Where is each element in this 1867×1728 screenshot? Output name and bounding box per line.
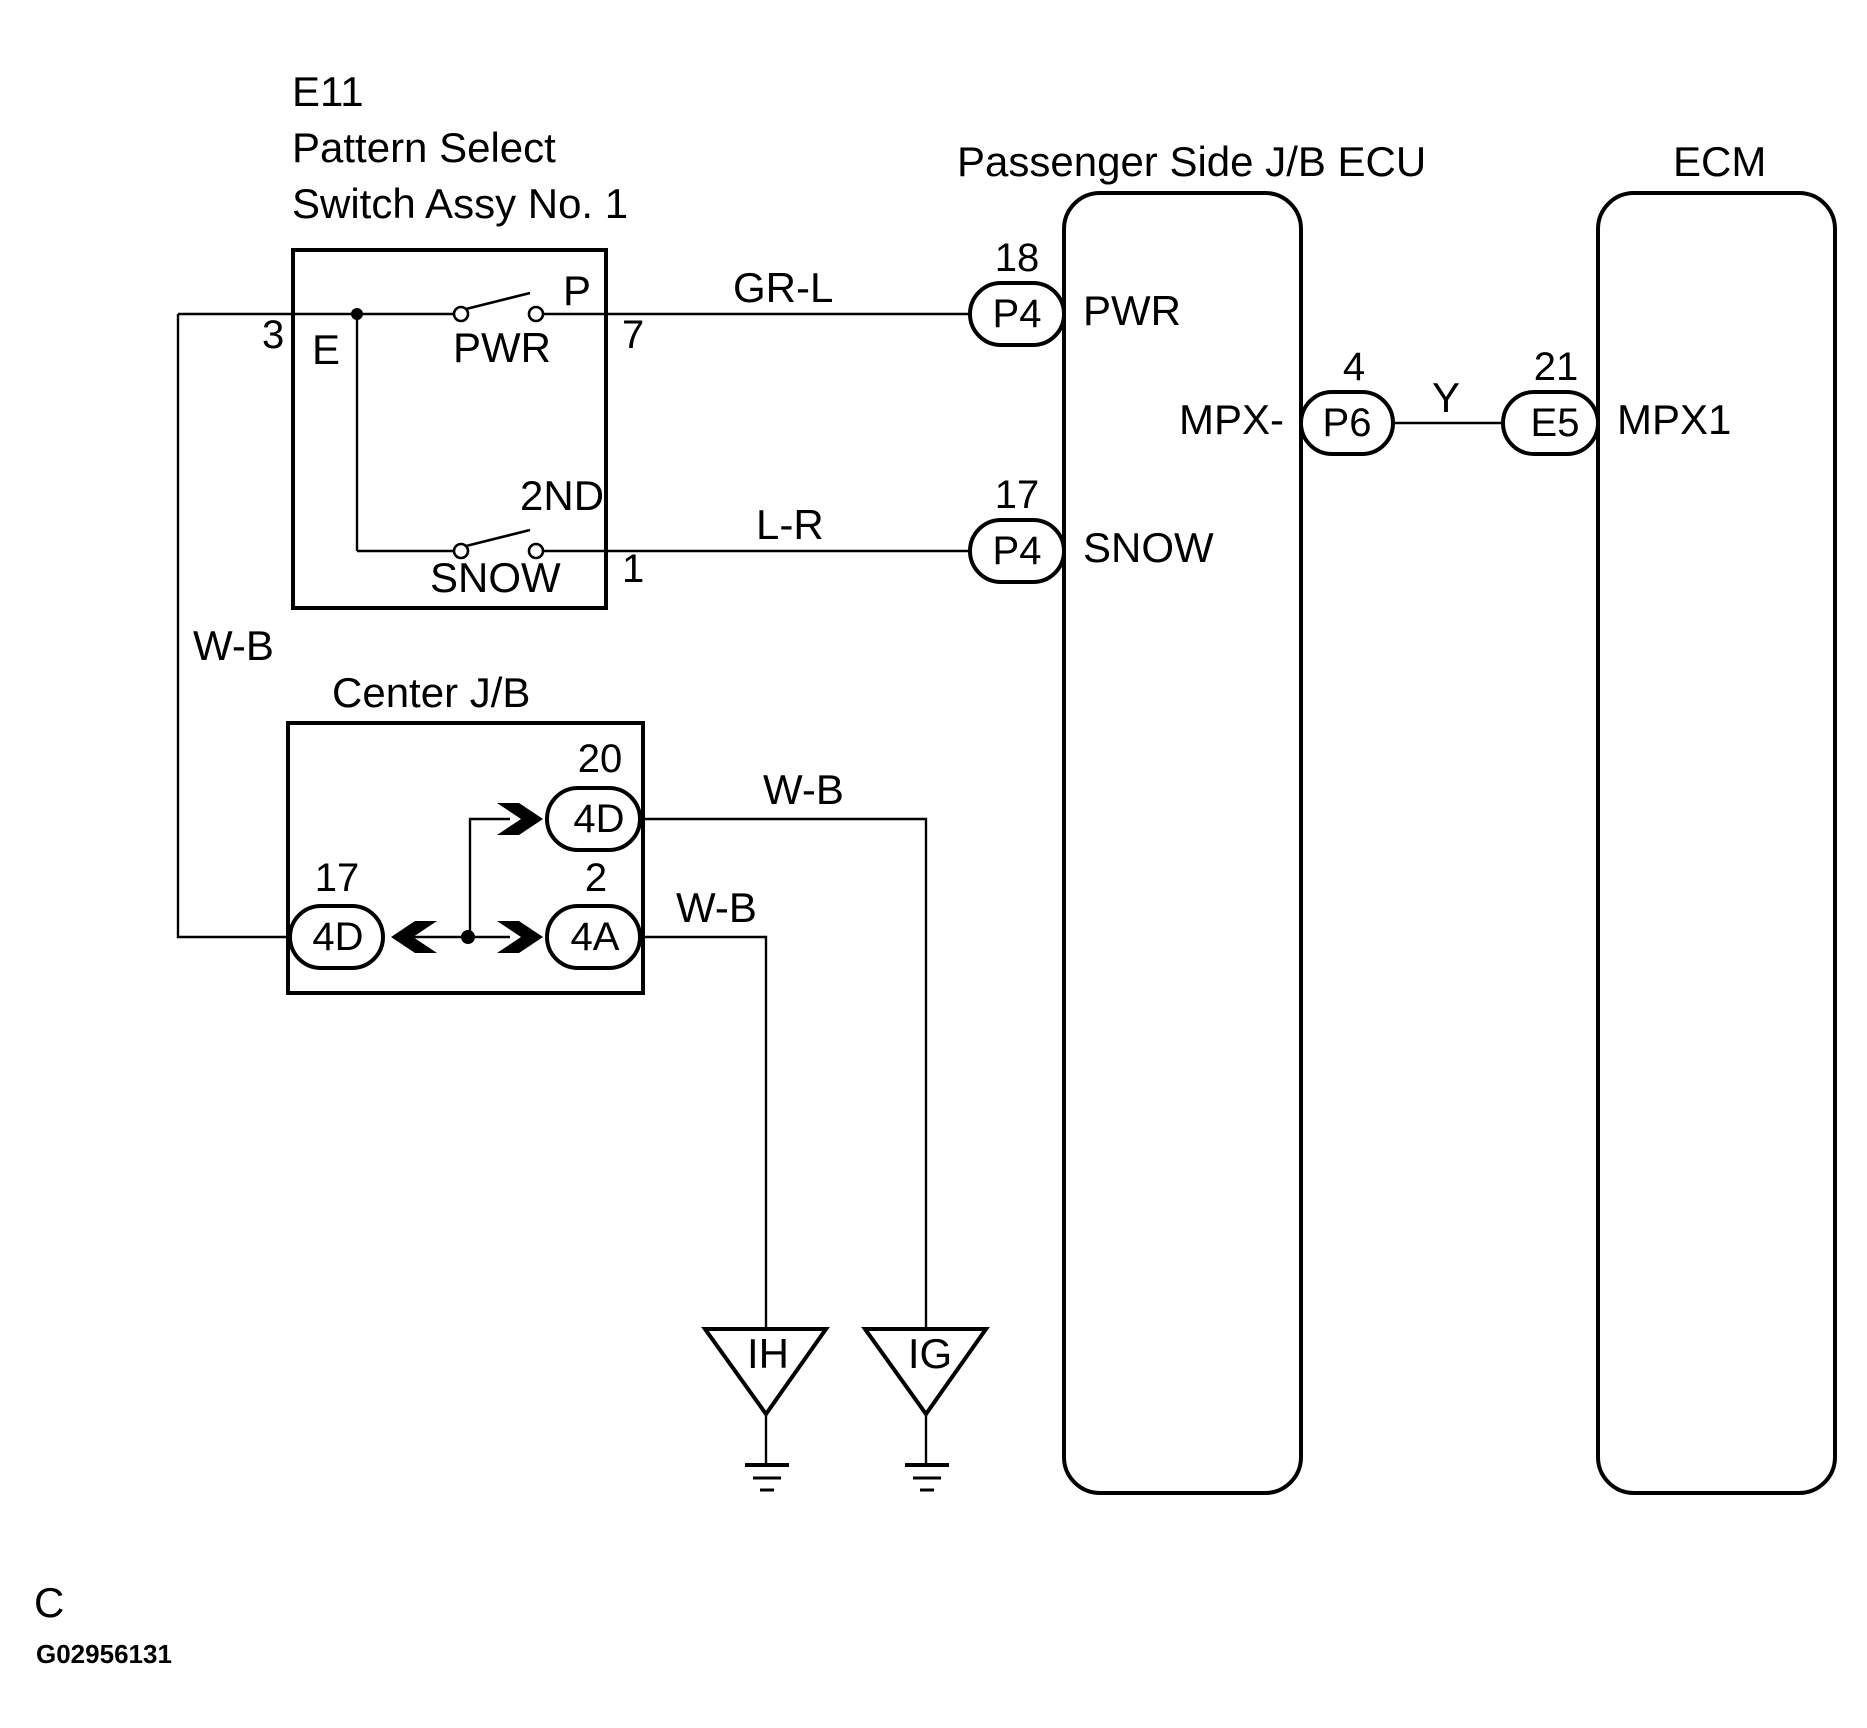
ground-label-ig: IG: [908, 1330, 952, 1377]
switch-housing: [291, 248, 608, 610]
passenger-term-snow: SNOW: [1083, 524, 1214, 571]
footer-letter: C: [34, 1579, 64, 1626]
connector-4d-20: [545, 786, 642, 852]
switch-term-p: P: [563, 267, 591, 314]
switch-term-2nd: 2ND: [520, 472, 604, 519]
snow-switch-blade: [465, 528, 531, 548]
ecm: ECM E5 21 MPX1: [1501, 138, 1837, 1495]
switch-name-line1: Pattern Select: [292, 124, 556, 171]
chevron-right-icon: [497, 921, 543, 953]
passenger-pin-17: 17: [995, 473, 1040, 517]
ecm-title: ECM: [1673, 138, 1766, 185]
chevron-right-icon: [497, 803, 543, 835]
switch-label-pwr: PWR: [453, 324, 551, 371]
connector-4d-17-label: 4D: [312, 915, 363, 959]
ground-ig: IG: [861, 1327, 990, 1492]
passenger-pin-4: 4: [1343, 345, 1365, 389]
pattern-select-switch: E11 Pattern Select Switch Assy No. 1 3 E…: [178, 68, 644, 610]
connector-p4-snow-label: P4: [993, 529, 1042, 573]
center-jb-title: Center J/B: [332, 669, 530, 716]
wire-label-w-b-upper: W-B: [763, 766, 844, 813]
ground-point-triangle: [861, 1327, 990, 1418]
pwr-switch-contact-right: [527, 305, 545, 323]
wire-label-w-b-lower: W-B: [676, 884, 757, 931]
ground-label-ih: IH: [747, 1330, 789, 1377]
center-jb: Center J/B 4D 17 4D 20 4A 2: [286, 669, 645, 995]
pwr-switch-contact-left: [452, 305, 470, 323]
connector-p6: [1299, 390, 1395, 456]
switch-pin-3: 3: [262, 313, 284, 357]
connector-e5: [1501, 390, 1600, 456]
connector-4a-2: [545, 904, 642, 970]
switch-pin-7: 7: [622, 313, 644, 357]
ground-point-triangle: [701, 1327, 830, 1418]
switch-name-line2: Switch Assy No. 1: [292, 180, 628, 227]
center-jb-housing: [286, 721, 645, 995]
switch-pin-1: 1: [622, 547, 644, 591]
connector-4d-17: [288, 904, 385, 970]
ecm-body: [1596, 191, 1837, 1495]
connector-e5-label: E5: [1531, 401, 1580, 445]
switch-code: E11: [292, 68, 364, 115]
ecm-pin-21: 21: [1534, 345, 1579, 389]
wire-w-b-lower: [640, 935, 768, 1395]
ground-ih: IH: [701, 1327, 830, 1492]
connector-4a-2-label: 4A: [571, 915, 620, 959]
center-jb-internal-upper: [406, 817, 510, 939]
wire-w-b-left: [176, 314, 290, 939]
passenger-ecu-title: Passenger Side J/B ECU: [957, 138, 1426, 185]
wire-w-b-upper: [640, 817, 928, 1395]
passenger-term-mpx: MPX-: [1179, 396, 1284, 443]
passenger-ecu-body: [1062, 191, 1303, 1495]
center-jb-pin-20: 20: [578, 737, 623, 781]
wire-label-l-r: L-R: [756, 501, 824, 548]
connector-4d-20-label: 4D: [573, 797, 624, 841]
center-jb-junction: [461, 930, 475, 944]
ecm-term-mpx1: MPX1: [1617, 396, 1731, 443]
center-jb-pin-17: 17: [315, 856, 360, 900]
switch-label-snow: SNOW: [430, 554, 561, 601]
snow-switch-contact-left: [452, 542, 470, 560]
connector-p6-label: P6: [1323, 401, 1372, 445]
pwr-switch-blade: [465, 291, 531, 311]
wire-label-w-b-left: W-B: [193, 622, 274, 669]
wire-label-y: Y: [1432, 374, 1460, 421]
chevron-left-icon: [391, 921, 437, 953]
wires: GR-L L-R W-B Y W-B W-B: [176, 264, 1503, 1395]
passenger-term-pwr: PWR: [1083, 287, 1181, 334]
connector-p4-pwr-label: P4: [993, 292, 1042, 336]
passenger-side-jb-ecu: Passenger Side J/B ECU P4 18 PWR P4 17 S…: [957, 138, 1426, 1495]
connector-p4-snow: [968, 518, 1066, 584]
switch-term-e: E: [312, 326, 340, 373]
passenger-pin-18: 18: [995, 236, 1040, 280]
footer-code: G02956131: [36, 1639, 172, 1669]
center-jb-pin-2: 2: [585, 856, 607, 900]
connector-p4-pwr: [968, 281, 1066, 347]
wire-label-gr-l: GR-L: [733, 264, 833, 311]
